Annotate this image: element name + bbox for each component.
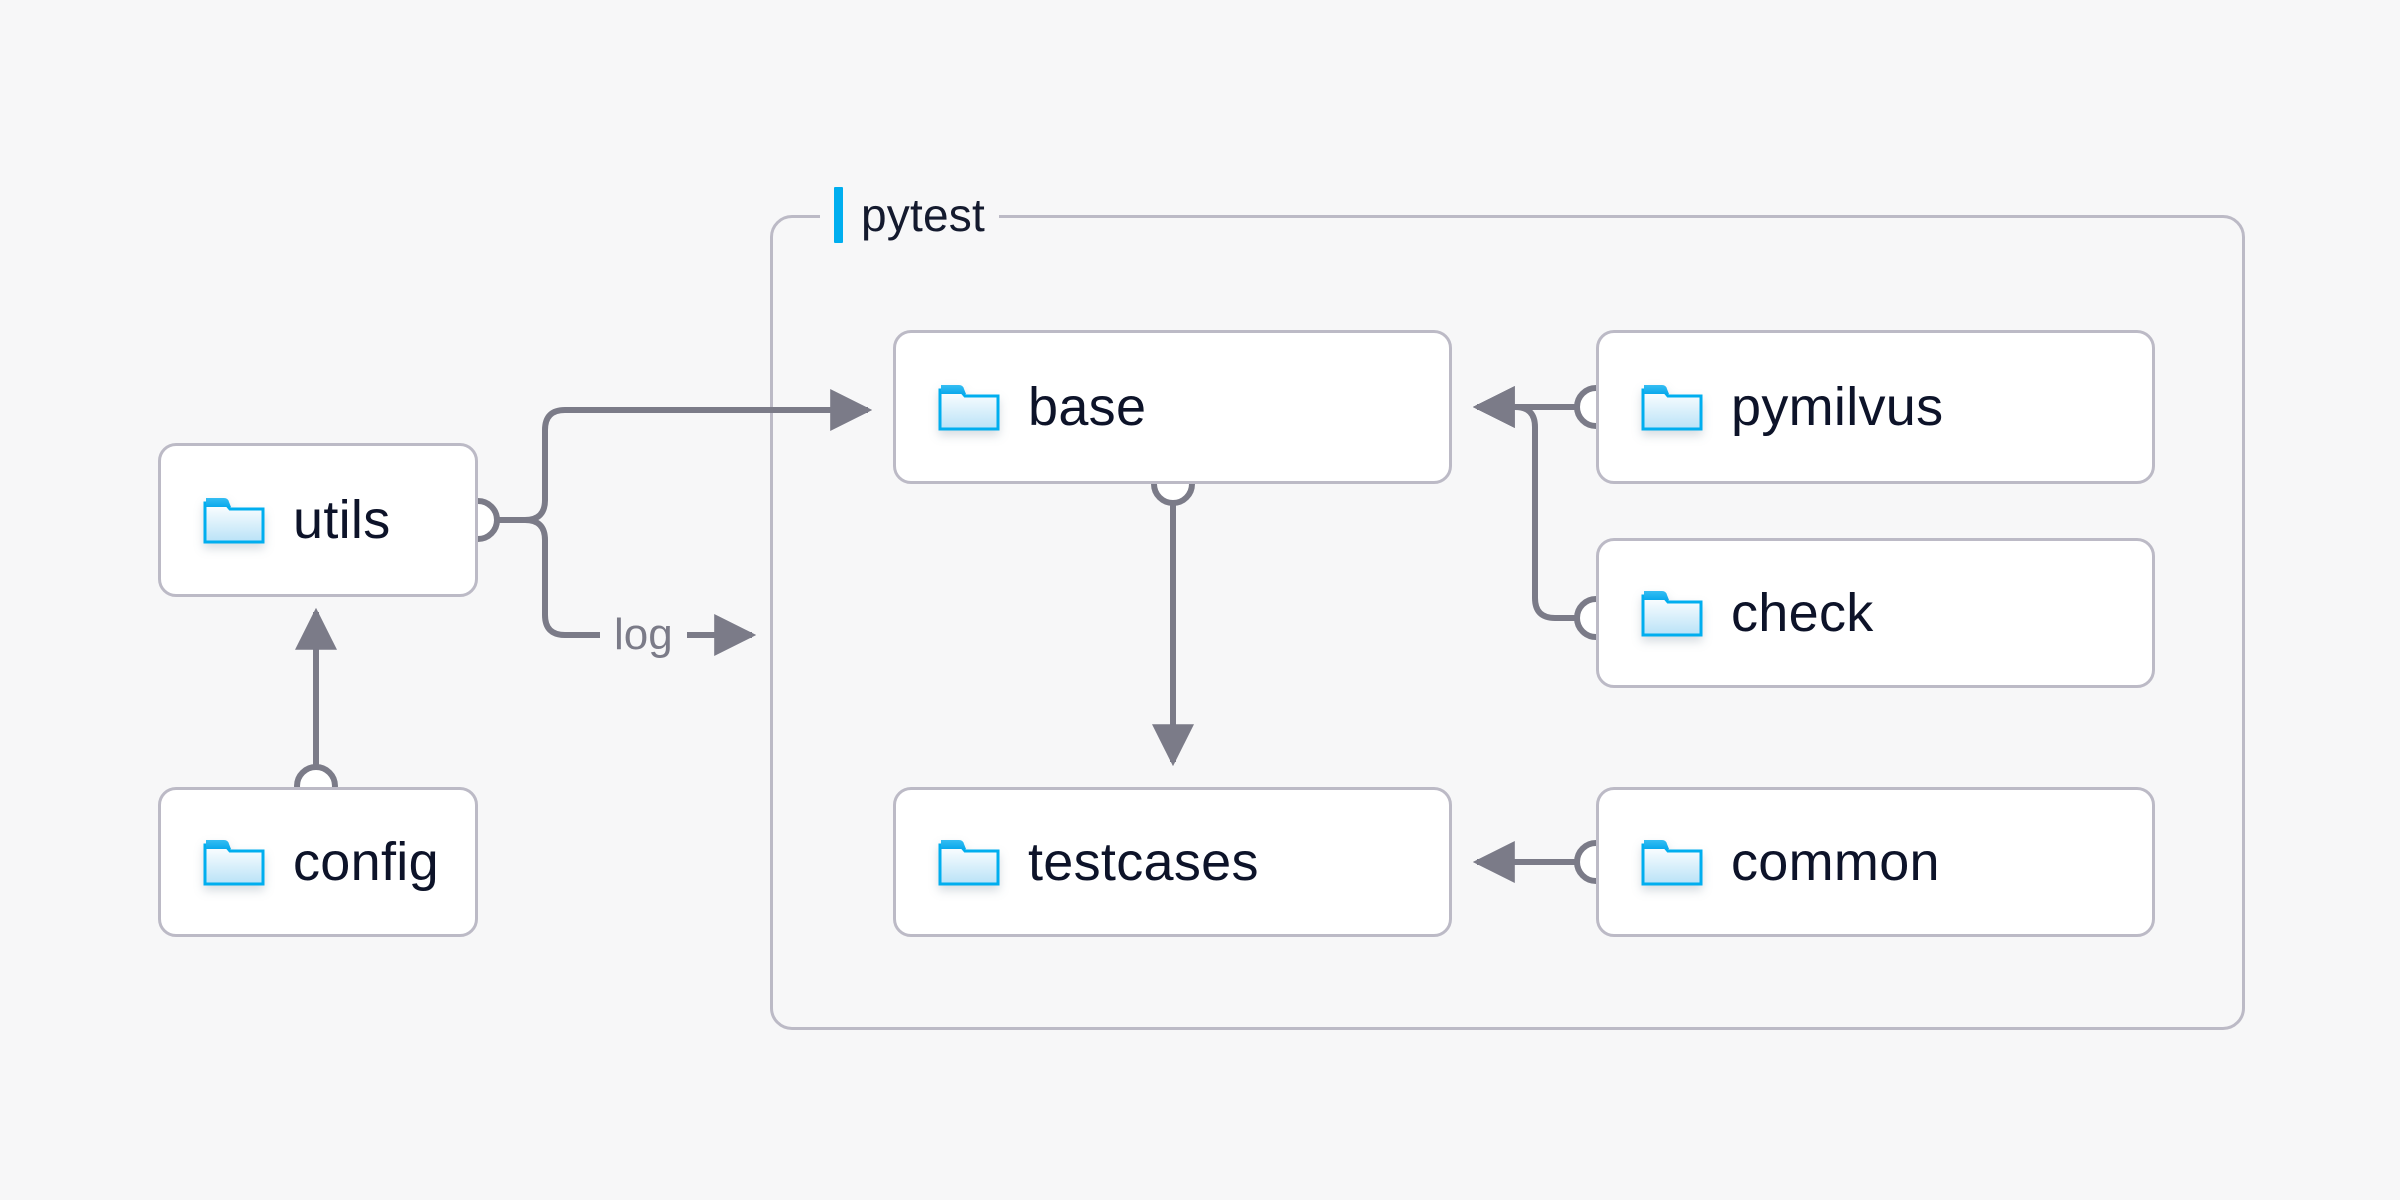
folder-icon	[203, 840, 265, 886]
node-label: check	[1731, 583, 1874, 643]
folder-icon	[203, 498, 265, 544]
node-testcases[interactable]: testcases	[893, 787, 1452, 937]
node-label: base	[1028, 377, 1147, 437]
group-label-pytest: pytest	[820, 183, 999, 247]
folder-icon	[938, 385, 1000, 431]
node-check[interactable]: check	[1596, 538, 2155, 688]
node-label: config	[293, 832, 439, 892]
group-container-pytest[interactable]	[770, 215, 2245, 1030]
node-label: testcases	[1028, 832, 1259, 892]
folder-icon	[938, 840, 1000, 886]
folder-icon	[1641, 840, 1703, 886]
folder-icon	[1641, 591, 1703, 637]
node-label: pymilvus	[1731, 377, 1944, 437]
node-label: common	[1731, 832, 1940, 892]
node-pymilvus[interactable]: pymilvus	[1596, 330, 2155, 484]
node-common[interactable]: common	[1596, 787, 2155, 937]
edge-label-log: log	[600, 610, 687, 660]
node-utils[interactable]: utils	[158, 443, 478, 597]
node-config[interactable]: config	[158, 787, 478, 937]
node-label: utils	[293, 490, 391, 550]
folder-icon	[1641, 385, 1703, 431]
edge-config-to-utils	[294, 607, 338, 808]
accent-bar-icon	[834, 187, 843, 243]
node-base[interactable]: base	[893, 330, 1452, 484]
group-label-text: pytest	[861, 189, 985, 241]
